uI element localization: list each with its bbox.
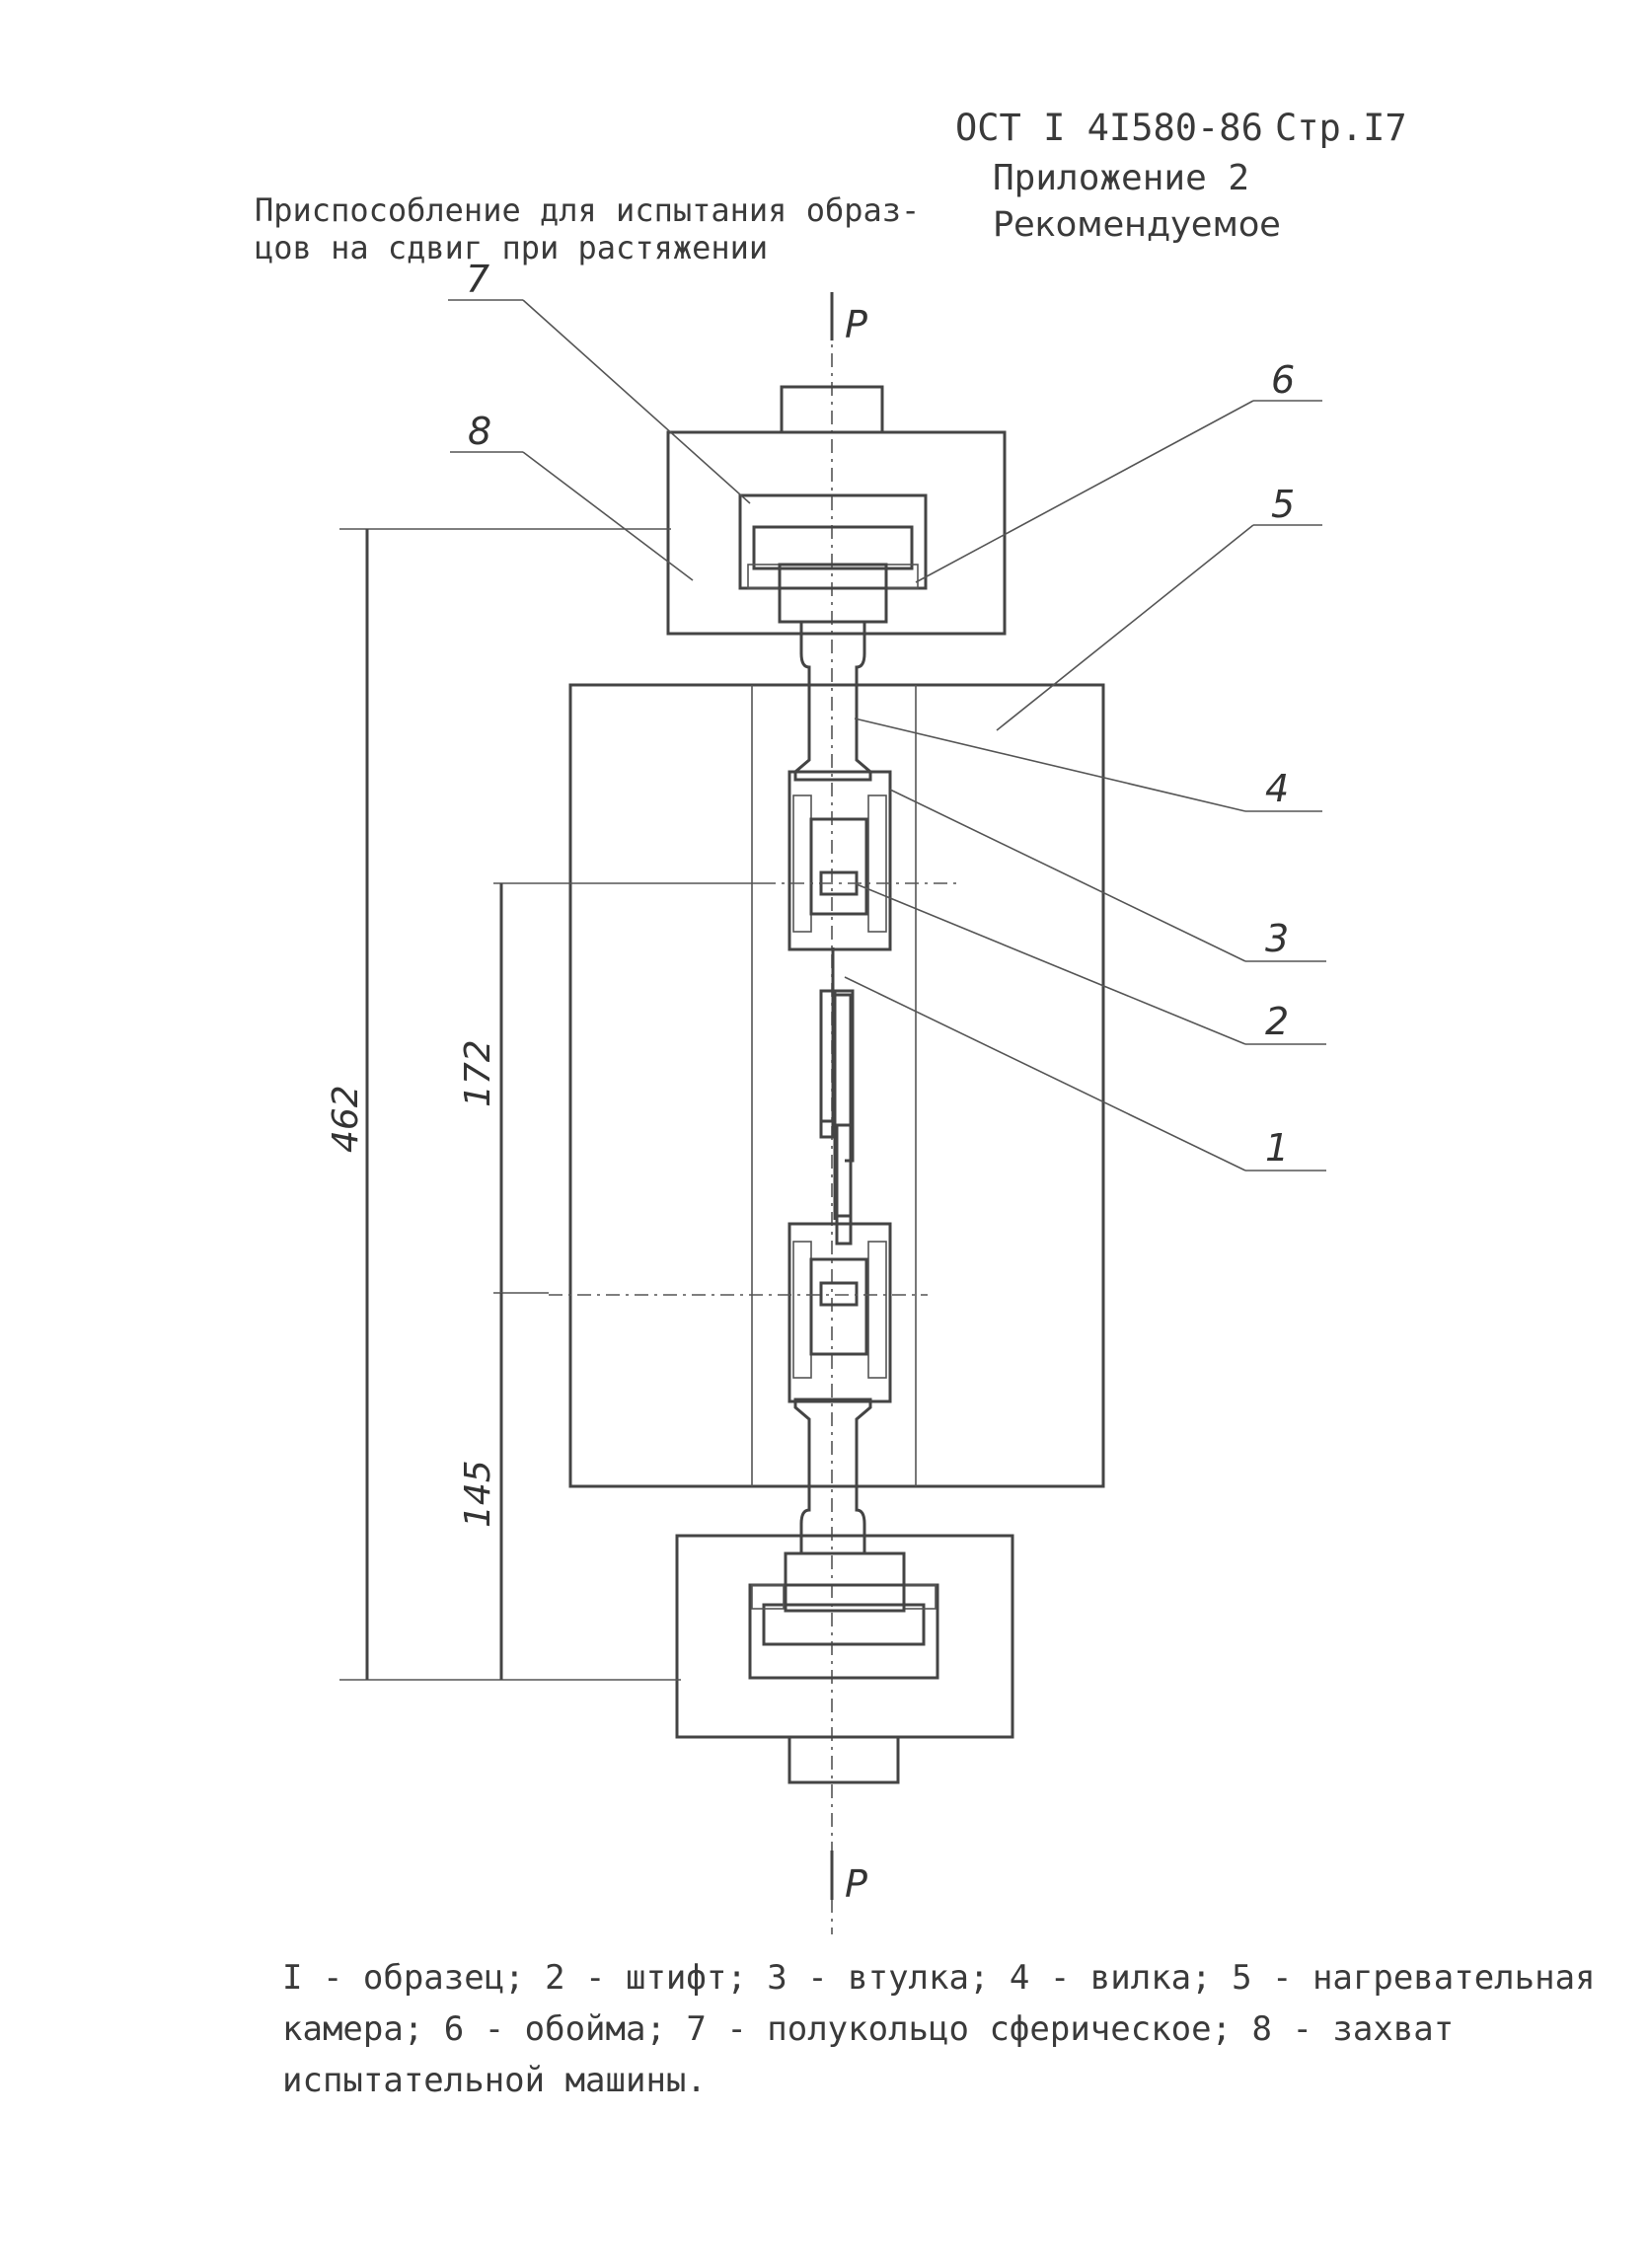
callout-1-label: 1 [1265, 1126, 1289, 1170]
callout-2 [856, 883, 1326, 1045]
force-label-bottom: P [845, 1862, 867, 1906]
force-label-top: P [845, 303, 867, 346]
fork-top [793, 620, 872, 782]
grip-bottom [675, 1534, 1014, 1784]
callout-6 [915, 400, 1322, 583]
appendix-status: Рекомендуемое [993, 205, 1281, 245]
figure-title-line-2: цов на сдвиг при растяжении [255, 229, 769, 266]
bushing-top [762, 770, 957, 951]
callout-1 [844, 976, 1326, 1172]
figure-title-line-1: Приспособление для испытания образ- [255, 191, 921, 229]
callout-3 [889, 789, 1326, 962]
callout-4 [854, 718, 1322, 812]
specimen [819, 947, 855, 1246]
dimension-overall [339, 528, 681, 1681]
parts-legend: I - образец; 2 - штифт; 3 - втулка; 4 - … [282, 1952, 1596, 2106]
legend-line-3: испытательной машины. [282, 2061, 707, 2100]
dimension-upper-value: 172 [458, 1039, 498, 1107]
grip-top [666, 385, 1007, 636]
callout-6-label: 6 [1271, 358, 1295, 402]
callout-8-label: 8 [468, 410, 491, 453]
callout-7 [448, 299, 751, 504]
callout-4-label: 4 [1265, 767, 1289, 810]
appendix-label: Приложение 2 [993, 158, 1250, 198]
callout-7-label: 7 [466, 258, 489, 301]
callout-5-label: 5 [1271, 483, 1295, 526]
document-number: ОСТ I 4I580-86 [955, 107, 1263, 149]
dimension-upper [493, 882, 762, 1293]
callout-5 [996, 524, 1322, 731]
dimension-lower [493, 1292, 549, 1680]
heating-chamber [568, 683, 1105, 1488]
callout-8 [450, 451, 694, 581]
dimension-lower-value: 145 [458, 1460, 498, 1528]
callout-2-label: 2 [1265, 1000, 1289, 1043]
page-number: Стр.I7 [1275, 107, 1407, 149]
dimension-overall-value: 462 [326, 1085, 366, 1153]
bushing-bottom [549, 1222, 928, 1403]
legend-line-2: камера; 6 - обойма; 7 - полукольцо сфери… [282, 2009, 1455, 2049]
fork-bottom [793, 1398, 872, 1555]
callout-3-label: 3 [1265, 917, 1289, 960]
legend-line-1: I - образец; 2 - штифт; 3 - втулка; 4 - … [282, 1958, 1596, 1998]
